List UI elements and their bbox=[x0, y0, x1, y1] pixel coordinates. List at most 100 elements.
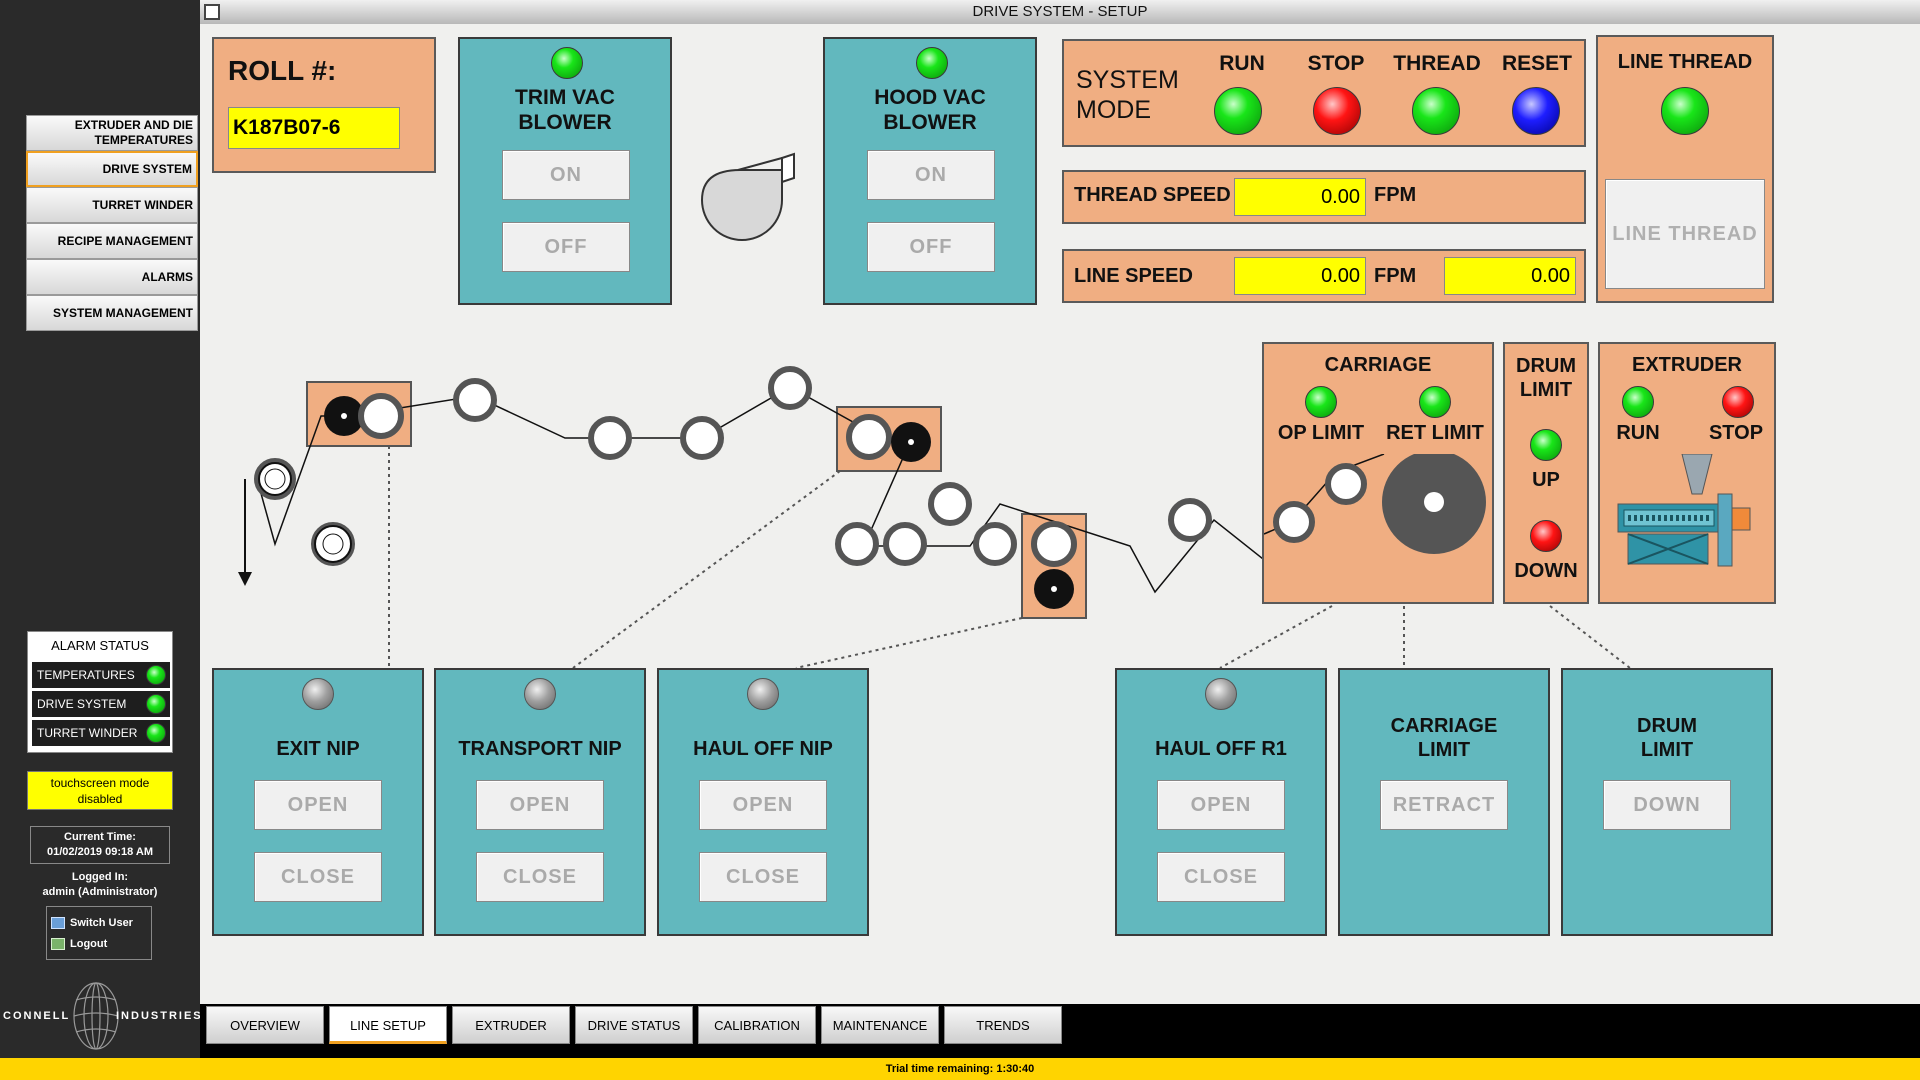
hood-vac-status-light-icon bbox=[916, 47, 948, 79]
extruder-title: EXTRUDER bbox=[1631, 354, 1742, 376]
blower-icon bbox=[700, 152, 795, 241]
status-light-icon bbox=[146, 665, 166, 685]
line-thread-button[interactable]: LINE THREAD bbox=[1605, 179, 1765, 289]
run-light-icon bbox=[1214, 87, 1262, 135]
nav-turret-winder[interactable]: TURRET WINDER bbox=[26, 187, 198, 223]
drum-down-label: DOWN bbox=[1514, 560, 1578, 582]
alarm-row-turret-winder: TURRET WINDER bbox=[32, 720, 170, 746]
haul-off-r1-status-light-icon bbox=[1205, 678, 1237, 710]
line-diagram bbox=[238, 366, 1411, 669]
haul-off-r1-open-button[interactable]: OPEN bbox=[1157, 780, 1285, 830]
tab-trends[interactable]: TRENDS bbox=[944, 1006, 1062, 1044]
alarm-status-title: ALARM STATUS bbox=[51, 638, 149, 653]
haul-off-r1-close-button[interactable]: CLOSE bbox=[1157, 852, 1285, 902]
extruder-stop-label: STOP bbox=[1708, 422, 1764, 444]
system-mode-label: SYSTEM MODE bbox=[1076, 66, 1179, 124]
tab-calibration[interactable]: CALIBRATION bbox=[698, 1006, 816, 1044]
hood-vac-title: HOOD VAC BLOWER bbox=[874, 86, 986, 134]
reset-light-icon[interactable] bbox=[1512, 87, 1560, 135]
exit-nip-open-button[interactable]: OPEN bbox=[254, 780, 382, 830]
drum-up-label: UP bbox=[1532, 469, 1560, 491]
line-speed-field[interactable]: 0.00 bbox=[1234, 257, 1366, 295]
thread-speed-label: THREAD SPEED bbox=[1074, 184, 1231, 206]
hood-vac-off-button[interactable]: OFF bbox=[867, 222, 995, 272]
tab-drive-status[interactable]: DRIVE STATUS bbox=[575, 1006, 693, 1044]
drum-limit-panel: DRUM LIMIT UP DOWN bbox=[1503, 342, 1589, 604]
transport-nip-open-button[interactable]: OPEN bbox=[476, 780, 604, 830]
hood-vac-blower-panel: HOOD VAC BLOWER ON OFF bbox=[823, 37, 1037, 305]
drum-limit-control-panel: DRUM LIMIT DOWN bbox=[1561, 668, 1773, 936]
drum-limit-control-title: DRUM LIMIT bbox=[1637, 715, 1697, 761]
trim-vac-on-button[interactable]: ON bbox=[502, 150, 630, 200]
tab-extruder[interactable]: EXTRUDER bbox=[452, 1006, 570, 1044]
nav-recipe-management[interactable]: RECIPE MANAGEMENT bbox=[26, 223, 198, 259]
exit-nip-status-light-icon bbox=[302, 678, 334, 710]
trial-time-banner: Trial time remaining: 1:30:40 bbox=[0, 1058, 1920, 1080]
logo-text-left: CONNELL bbox=[3, 1010, 71, 1022]
nav-system-management[interactable]: SYSTEM MANAGEMENT bbox=[26, 295, 198, 331]
bottom-tab-bar: OVERVIEW LINE SETUP EXTRUDER DRIVE STATU… bbox=[200, 1004, 1920, 1058]
tab-overview[interactable]: OVERVIEW bbox=[206, 1006, 324, 1044]
exit-nip-title: EXIT NIP bbox=[276, 738, 360, 760]
logged-in-info: Logged In: admin (Administrator) bbox=[20, 870, 180, 900]
touchscreen-mode-button[interactable]: touchscreen mode disabled bbox=[27, 771, 173, 810]
switch-user-button[interactable]: Switch User bbox=[51, 913, 133, 933]
thread-speed-panel: THREAD SPEED 0.00 FPM bbox=[1062, 170, 1586, 224]
line-speed-unit: FPM bbox=[1374, 265, 1417, 287]
trim-vac-off-button[interactable]: OFF bbox=[502, 222, 630, 272]
carriage-retract-button[interactable]: RETRACT bbox=[1380, 780, 1508, 830]
logout-icon bbox=[51, 938, 65, 950]
nav-extruder-die-temperatures[interactable]: EXTRUDER AND DIE TEMPERATURES bbox=[26, 115, 198, 151]
transport-nip-close-button[interactable]: CLOSE bbox=[476, 852, 604, 902]
winder-drum-icon bbox=[1264, 454, 1486, 554]
title-bar: DRIVE SYSTEM - SETUP bbox=[200, 0, 1920, 24]
carriage-limit-panel: CARRIAGE LIMIT RETRACT bbox=[1338, 668, 1550, 936]
haul-off-r1-panel: HAUL OFF R1 OPEN CLOSE bbox=[1115, 668, 1327, 936]
alarm-row-temperatures: TEMPERATURES bbox=[32, 662, 170, 688]
nav-alarms[interactable]: ALARMS bbox=[26, 259, 198, 295]
roll-number-field[interactable]: K187B07-6 bbox=[228, 107, 400, 149]
logo-text-right: INDUSTRIES bbox=[116, 1010, 203, 1022]
system-mode-panel: SYSTEM MODE RUN STOP THREAD RESET bbox=[1062, 39, 1586, 147]
haul-off-nip-status-light-icon bbox=[747, 678, 779, 710]
user-actions: Switch User Logout bbox=[46, 906, 152, 960]
haul-off-nip-close-button[interactable]: CLOSE bbox=[699, 852, 827, 902]
tab-line-setup[interactable]: LINE SETUP bbox=[329, 1006, 447, 1044]
carriage-limit-title: CARRIAGE LIMIT bbox=[1390, 715, 1498, 761]
main-panel: ROLL #: K187B07-6 TRIM VAC BLOWER ON OFF… bbox=[200, 24, 1920, 1004]
exit-nip-close-button[interactable]: CLOSE bbox=[254, 852, 382, 902]
thread-speed-field[interactable]: 0.00 bbox=[1234, 178, 1366, 216]
drum-down-light-icon bbox=[1530, 520, 1562, 552]
carriage-panel: CARRIAGE OP LIMIT RET LIMIT bbox=[1262, 342, 1494, 604]
extruder-machine-icon bbox=[1617, 454, 1751, 567]
trim-vac-blower-panel: TRIM VAC BLOWER ON OFF bbox=[458, 37, 672, 305]
alarm-row-drive-system: DRIVE SYSTEM bbox=[32, 691, 170, 717]
trim-vac-title: TRIM VAC BLOWER bbox=[515, 86, 615, 134]
nav-drive-system[interactable]: DRIVE SYSTEM bbox=[26, 151, 198, 187]
op-limit-light-icon bbox=[1305, 386, 1337, 418]
current-time: 01/02/2019 09:18 AM bbox=[47, 846, 153, 858]
line-thread-title: LINE THREAD bbox=[1617, 51, 1753, 73]
op-limit-label: OP LIMIT bbox=[1277, 422, 1365, 444]
drum-down-button[interactable]: DOWN bbox=[1603, 780, 1731, 830]
tab-maintenance[interactable]: MAINTENANCE bbox=[821, 1006, 939, 1044]
switch-user-icon bbox=[51, 917, 65, 929]
logout-button[interactable]: Logout bbox=[51, 934, 107, 954]
line-speed-secondary-field[interactable]: 0.00 bbox=[1444, 257, 1576, 295]
transport-nip-title: TRANSPORT NIP bbox=[458, 738, 622, 760]
drum-up-light-icon bbox=[1530, 429, 1562, 461]
ret-limit-label: RET LIMIT bbox=[1386, 422, 1484, 444]
hood-vac-on-button[interactable]: ON bbox=[867, 150, 995, 200]
line-speed-panel: LINE SPEED 0.00 FPM 0.00 bbox=[1062, 249, 1586, 303]
window-menu-icon[interactable] bbox=[204, 4, 220, 20]
line-thread-panel: LINE THREAD LINE THREAD bbox=[1596, 35, 1774, 303]
haul-off-nip-title: HAUL OFF NIP bbox=[693, 738, 833, 760]
thread-light-icon bbox=[1412, 87, 1460, 135]
haul-off-nip-panel: HAUL OFF NIP OPEN CLOSE bbox=[657, 668, 869, 936]
roll-panel: ROLL #: K187B07-6 bbox=[212, 37, 436, 173]
exit-nip-panel: EXIT NIP OPEN CLOSE bbox=[212, 668, 424, 936]
haul-off-r1-title: HAUL OFF R1 bbox=[1155, 738, 1287, 760]
trim-vac-status-light-icon bbox=[551, 47, 583, 79]
status-light-icon bbox=[146, 723, 166, 743]
haul-off-nip-open-button[interactable]: OPEN bbox=[699, 780, 827, 830]
